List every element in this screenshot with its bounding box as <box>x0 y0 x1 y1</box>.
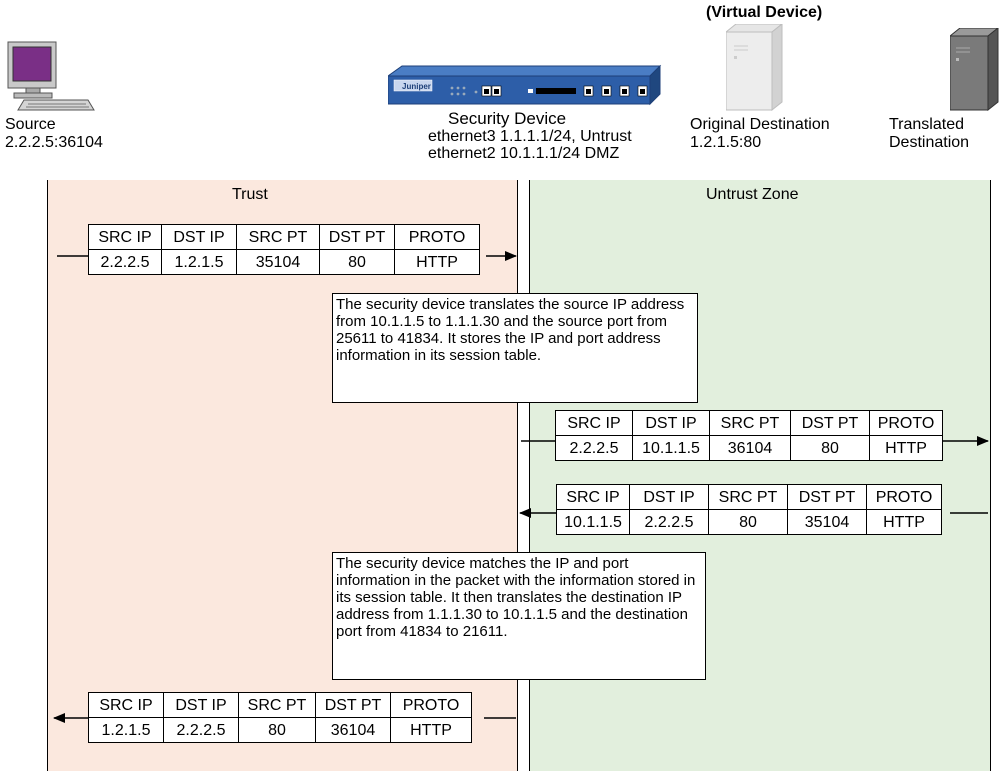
packet1-src-pt: 35104 <box>237 250 320 275</box>
packet4-value-row: 1.2.1.5 2.2.2.5 80 36104 HTTP <box>89 718 472 743</box>
packet4-src-ip: 1.2.1.5 <box>89 718 164 743</box>
translation-note-1: The security device translates the sourc… <box>332 293 698 403</box>
header-proto: PROTO <box>870 411 943 436</box>
packet2-src-ip: 2.2.2.5 <box>556 436 633 461</box>
header-src-ip: SRC IP <box>557 485 630 510</box>
packet4-src-pt: 80 <box>239 718 316 743</box>
header-src-ip: SRC IP <box>556 411 633 436</box>
header-src-pt: SRC PT <box>709 485 788 510</box>
header-dst-ip: DST IP <box>630 485 709 510</box>
packet3-dst-ip: 2.2.2.5 <box>630 510 709 535</box>
header-src-pt: SRC PT <box>237 225 320 250</box>
packet4-dst-ip: 2.2.2.5 <box>164 718 239 743</box>
packet1-table: SRC IP DST IP SRC PT DST PT PROTO 2.2.2.… <box>88 224 480 275</box>
header-dst-ip: DST IP <box>164 693 239 718</box>
header-dst-ip: DST IP <box>633 411 710 436</box>
header-proto: PROTO <box>395 225 480 250</box>
header-dst-pt: DST PT <box>316 693 391 718</box>
header-dst-pt: DST PT <box>320 225 395 250</box>
packet1-dst-ip: 1.2.1.5 <box>162 250 237 275</box>
packet2-proto: HTTP <box>870 436 943 461</box>
packet1-src-ip: 2.2.2.5 <box>89 250 162 275</box>
packet2-header-row: SRC IP DST IP SRC PT DST PT PROTO <box>556 411 943 436</box>
packet1-dst-pt: 80 <box>320 250 395 275</box>
translation-note-2: The security device matches the IP and p… <box>332 552 706 680</box>
packet3-proto: HTTP <box>867 510 942 535</box>
header-proto: PROTO <box>391 693 472 718</box>
packet1-proto: HTTP <box>395 250 480 275</box>
header-dst-pt: DST PT <box>788 485 867 510</box>
packet4-proto: HTTP <box>391 718 472 743</box>
packet2-value-row: 2.2.2.5 10.1.1.5 36104 80 HTTP <box>556 436 943 461</box>
header-src-pt: SRC PT <box>239 693 316 718</box>
header-dst-pt: DST PT <box>791 411 870 436</box>
packet4-header-row: SRC IP DST IP SRC PT DST PT PROTO <box>89 693 472 718</box>
header-src-ip: SRC IP <box>89 693 164 718</box>
header-src-ip: SRC IP <box>89 225 162 250</box>
packet3-table: SRC IP DST IP SRC PT DST PT PROTO 10.1.1… <box>556 484 942 535</box>
packet3-header-row: SRC IP DST IP SRC PT DST PT PROTO <box>557 485 942 510</box>
packet2-src-pt: 36104 <box>710 436 791 461</box>
packet3-src-ip: 10.1.1.5 <box>557 510 630 535</box>
packet1-value-row: 2.2.2.5 1.2.1.5 35104 80 HTTP <box>89 250 480 275</box>
packet4-dst-pt: 36104 <box>316 718 391 743</box>
packet2-table: SRC IP DST IP SRC PT DST PT PROTO 2.2.2.… <box>555 410 943 461</box>
packet2-dst-pt: 80 <box>791 436 870 461</box>
packet2-dst-ip: 10.1.1.5 <box>633 436 710 461</box>
packet1-header-row: SRC IP DST IP SRC PT DST PT PROTO <box>89 225 480 250</box>
header-proto: PROTO <box>867 485 942 510</box>
packet4-table: SRC IP DST IP SRC PT DST PT PROTO 1.2.1.… <box>88 692 472 743</box>
header-src-pt: SRC PT <box>710 411 791 436</box>
packet3-value-row: 10.1.1.5 2.2.2.5 80 35104 HTTP <box>557 510 942 535</box>
header-dst-ip: DST IP <box>162 225 237 250</box>
packet3-src-pt: 80 <box>709 510 788 535</box>
packet3-dst-pt: 35104 <box>788 510 867 535</box>
